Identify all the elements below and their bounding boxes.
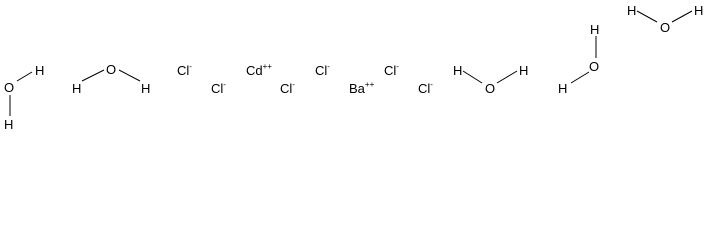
barium-ion: Ba++: [349, 80, 375, 96]
chloride-2-symbol: Cl: [211, 81, 224, 96]
chloride-6-charge: -: [430, 80, 433, 89]
chloride-ion-2: Cl-: [211, 80, 226, 96]
bond-w1-oh2: [16, 71, 33, 82]
water-3-oxygen: O: [485, 81, 496, 96]
bond-w4-oh2: [570, 71, 590, 84]
chloride-1-symbol: Cl: [177, 63, 190, 78]
water-5-hydrogen-a: H: [627, 3, 637, 18]
barium-symbol: Ba: [349, 81, 365, 96]
cadmium-charge: ++: [262, 62, 272, 71]
chloride-4-symbol: Cl: [315, 63, 328, 78]
chloride-ion-4: Cl-: [315, 62, 330, 78]
chloride-ion-6: Cl-: [418, 80, 433, 96]
bond-w3-oh1: [462, 70, 483, 84]
chloride-2-charge: -: [223, 80, 226, 89]
bond-w5-oh2: [671, 10, 693, 23]
bond-w3-oh2: [496, 70, 518, 84]
structure-canvas: O H H H O H Cl- Cl- Cd++ Cl- Cl- Ba++ Cl…: [4, 3, 704, 132]
barium-charge: ++: [364, 80, 375, 89]
water-2-hydrogen-a: H: [72, 81, 82, 96]
water-5-hydrogen-b: H: [694, 3, 704, 18]
cadmium-ion: Cd++: [246, 62, 272, 78]
chloride-1-charge: -: [189, 62, 192, 71]
chloride-6-symbol: Cl: [418, 81, 431, 96]
chloride-ion-5: Cl-: [384, 62, 399, 78]
water-2-oxygen: O: [106, 62, 117, 77]
bond-w5-oh1: [636, 10, 658, 23]
chloride-3-charge: -: [292, 80, 295, 89]
chloride-5-charge: -: [396, 62, 399, 71]
chloride-5-symbol: Cl: [384, 63, 397, 78]
chloride-3-symbol: Cl: [280, 81, 293, 96]
water-3-hydrogen-a: H: [453, 63, 463, 78]
water-2-hydrogen-b: H: [141, 81, 151, 96]
water-1-oxygen: O: [4, 80, 15, 95]
cadmium-symbol: Cd: [246, 63, 263, 78]
chloride-4-charge: -: [327, 62, 330, 71]
water-1-hydrogen-b: H: [35, 63, 45, 78]
water-4-hydrogen-b: H: [558, 81, 568, 96]
water-1-hydrogen-a: H: [4, 117, 14, 132]
bond-layer: [9, 10, 693, 116]
water-4-hydrogen-a: H: [590, 22, 600, 37]
water-4-oxygen: O: [589, 59, 600, 74]
chloride-ion-1: Cl-: [177, 62, 192, 78]
water-5-oxygen: O: [660, 20, 671, 35]
water-3-hydrogen-b: H: [519, 63, 529, 78]
bond-w2-oh1: [81, 69, 105, 82]
bond-w2-oh2: [118, 69, 141, 82]
chloride-ion-3: Cl-: [280, 80, 295, 96]
